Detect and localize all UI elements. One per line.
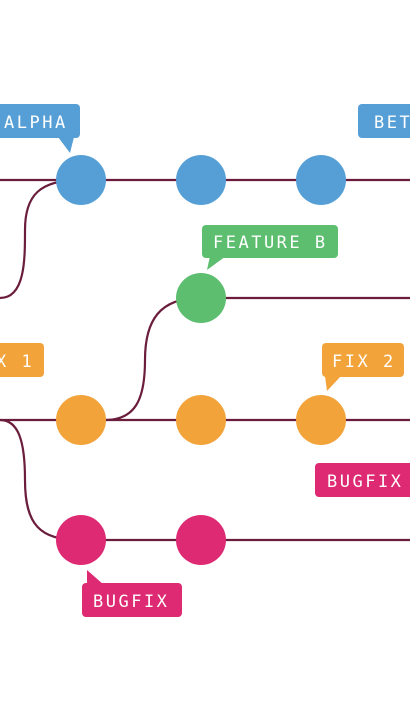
commit-blue-2: [176, 155, 226, 205]
commit-blue-3: [296, 155, 346, 205]
tag-feature-b: FEATURE B: [202, 225, 338, 270]
tag-feature-b-label: FEATURE B: [213, 233, 328, 253]
tag-fix-2-label: FIX 2: [332, 352, 396, 372]
tag-bugfix-right-label: BUGFIX: [327, 472, 403, 492]
tag-bugfix-bottom-label: BUGFIX: [93, 592, 169, 612]
tag-fix-1-label: X 1: [0, 352, 34, 372]
tag-alpha: ALPHA: [0, 104, 80, 153]
commit-magenta-2: [176, 515, 226, 565]
tag-fix-1: X 1: [0, 343, 44, 377]
commit-blue-1: [56, 155, 106, 205]
tag-alpha-label: ALPHA: [4, 113, 68, 133]
tag-beta-label: BET: [374, 113, 410, 133]
tag-fix-2: FIX 2: [322, 343, 404, 391]
left-connector-line: [0, 178, 81, 300]
commit-orange-3: [296, 395, 346, 445]
commit-orange-1: [56, 395, 106, 445]
tag-beta: BET: [358, 104, 410, 138]
commit-orange-2: [176, 395, 226, 445]
tag-bugfix-bottom: BUGFIX: [82, 570, 182, 617]
commit-magenta-1: [56, 515, 106, 565]
commit-green-1: [176, 273, 226, 323]
tag-bugfix-right: BUGFIX: [315, 463, 410, 497]
